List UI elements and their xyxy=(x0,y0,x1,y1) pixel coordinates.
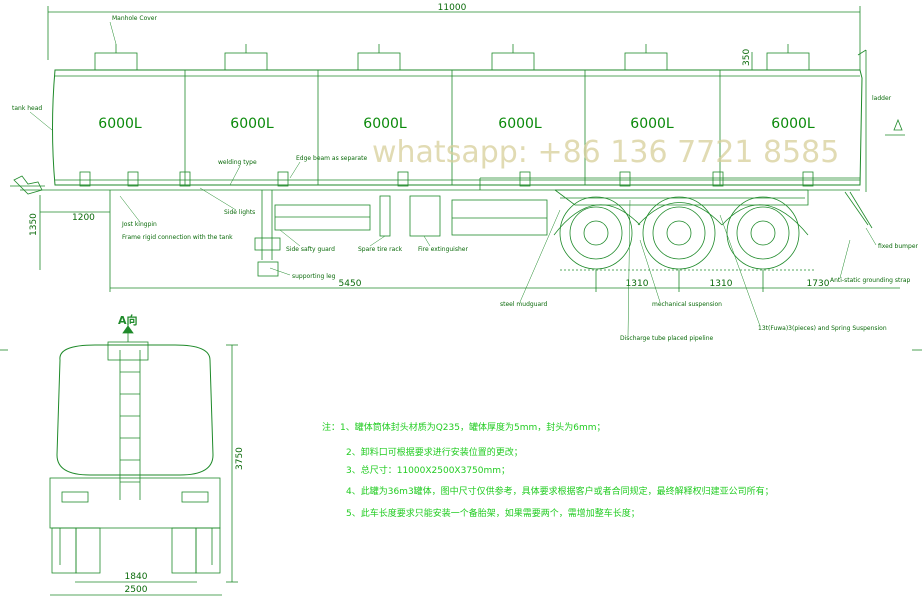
dim-1310-b: 1310 xyxy=(710,279,733,289)
compartment-1: 6000L xyxy=(98,116,142,132)
note-2: 2、卸料口可根据要求进行安装位置的更改； xyxy=(346,446,523,458)
compartment-2: 6000L xyxy=(230,116,274,132)
note-1: 注：1、罐体筒体封头材质为Q235，罐体厚度为5mm，封头为6mm； xyxy=(322,421,606,433)
label-supporting-leg: supporting leg xyxy=(292,273,336,280)
label-kingpin: Jost kingpin xyxy=(121,221,157,228)
compartment-6: 6000L xyxy=(771,116,815,132)
dim-5450: 5450 xyxy=(339,279,362,289)
note-4: 4、此罐为36m3罐体，图中尺寸仅供参考，具体要求根据客户或者合同规定，最终解释… xyxy=(346,485,774,497)
label-edge-beam: Edge beam as separate xyxy=(296,155,367,162)
dim-350: 350 xyxy=(742,49,752,66)
dim-1350: 1350 xyxy=(29,213,39,236)
compartment-4: 6000L xyxy=(498,116,542,132)
note-3: 3、总尺寸：11000X2500X3750mm； xyxy=(346,464,510,476)
label-welding-type: welding type xyxy=(218,159,257,166)
label-ladder: ladder xyxy=(872,95,892,102)
label-fixed-bumper: fixed bumper xyxy=(878,243,919,250)
compartment-5: 6000L xyxy=(630,116,674,132)
label-manhole-cover: Manhole Cover xyxy=(112,15,157,22)
label-tank-head: tank head xyxy=(12,105,42,112)
label-axle: 13t(Fuwa)3(pieces) and Spring Suspension xyxy=(758,325,887,332)
dim-2500: 2500 xyxy=(125,585,148,595)
label-spare-tire: Spare tire rack xyxy=(358,246,403,253)
label-anti-static: Anti-static grounding strap xyxy=(830,277,911,284)
dim-1730: 1730 xyxy=(807,279,830,289)
label-mech-suspension: mechanical suspension xyxy=(652,301,722,308)
dim-1200: 1200 xyxy=(72,213,95,223)
dim-1310-a: 1310 xyxy=(626,279,649,289)
label-side-lights: Side lights xyxy=(224,209,255,216)
label-discharge: Discharge tube placed pipeline xyxy=(620,335,713,342)
note-5: 5、此车长度要求只能安装一个备胎架，如果需要两个，需增加整车长度； xyxy=(346,507,640,519)
label-frame: Frame rigid connection with the tank xyxy=(122,234,233,241)
label-side-guard: Side safty guard xyxy=(286,246,335,253)
watermark-text: whatsapp: +86 136 7721 8585 xyxy=(372,135,839,170)
label-extinguisher: Fire extinguisher xyxy=(418,246,468,253)
label-mudguard: steel mudguard xyxy=(500,301,548,308)
compartment-3: 6000L xyxy=(363,116,407,132)
dim-3750: 3750 xyxy=(235,447,245,470)
dim-overall-length: 11000 xyxy=(438,3,467,13)
dim-1840: 1840 xyxy=(125,572,148,582)
label-view-a: A向 xyxy=(118,313,138,327)
